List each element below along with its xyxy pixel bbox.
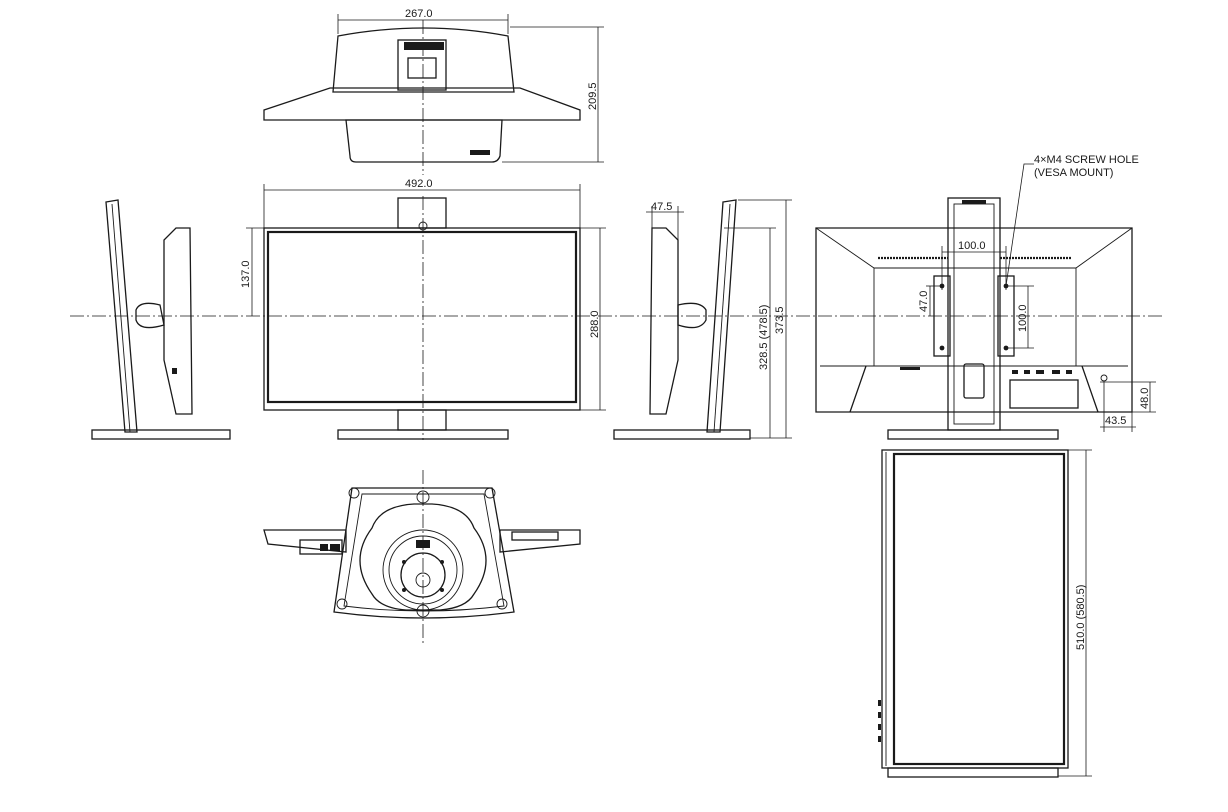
front-view: 492.0 137.0 288.0	[240, 178, 606, 440]
dim-portrait-height: 510.0 (580.5)	[1075, 585, 1087, 650]
left-side-hinge	[135, 302, 165, 329]
top-view-brand-plate	[404, 42, 444, 50]
top-view: 267.0 209.5	[263, 8, 604, 175]
right-side-panel	[706, 199, 737, 433]
top-view-stand-base	[332, 27, 515, 93]
top-view-logo	[470, 150, 490, 155]
front-screen	[266, 230, 578, 404]
dim-front-height: 288.0	[589, 310, 601, 338]
screw-hole-note-line2: (VESA MOUNT)	[1034, 167, 1113, 179]
dim-side-depth: 47.5	[651, 201, 672, 213]
top-view-neck	[397, 39, 447, 91]
front-stand-column	[397, 409, 447, 431]
dim-front-panel-offset: 137.0	[240, 260, 252, 288]
portrait-view: 510.0 (580.5)	[878, 449, 1092, 778]
rear-cable-hole	[963, 363, 985, 399]
dim-vesa-width: 100.0	[958, 240, 986, 252]
front-bezel	[263, 227, 581, 411]
bottom-view-panel	[263, 529, 581, 553]
left-side-panel	[105, 199, 138, 433]
right-side-hinge	[677, 302, 707, 329]
dim-side-height-range: 328.5 (478.5)	[758, 305, 770, 370]
dim-vesa-height: 100.0	[1017, 304, 1029, 332]
left-side-stand	[163, 227, 193, 415]
rear-port-icons	[1012, 370, 1018, 374]
dim-side-total-height: 373.5	[774, 306, 786, 334]
rear-housing-outline	[815, 227, 1133, 413]
right-side-stand	[649, 227, 679, 415]
bottom-view-base-plate	[333, 487, 515, 619]
rear-view: 100.0 47.0 100.0 4×M4 SCREW HOLE (VESA M…	[815, 154, 1156, 440]
top-view-panel	[263, 87, 581, 121]
left-side-view	[91, 199, 231, 440]
screw-hole-leader	[1005, 163, 1034, 287]
dim-top-depth: 209.5	[587, 82, 599, 110]
rear-base	[887, 429, 1059, 440]
top-view-rear-housing	[345, 119, 503, 163]
right-side-view: 47.5 328.5 (478.5) 373.5	[613, 199, 792, 440]
dim-front-width: 492.0	[405, 178, 433, 190]
bottom-view-swivel-ring	[359, 503, 487, 611]
portrait-bezel	[881, 449, 1069, 769]
left-side-base	[91, 429, 231, 440]
right-side-base	[613, 429, 751, 440]
vesa-screw-hole	[939, 345, 945, 351]
top-view-hinge	[407, 57, 437, 79]
front-neck	[397, 197, 447, 229]
dim-rear-port-offset: 43.5	[1105, 415, 1126, 427]
bottom-view	[263, 470, 581, 645]
rear-stand-column	[947, 197, 1001, 431]
rear-port-panel	[1009, 379, 1079, 409]
dim-top-width: 267.0	[405, 8, 433, 20]
dim-rear-port-height: 48.0	[1139, 388, 1151, 409]
dim-vesa-offset: 47.0	[918, 291, 930, 312]
portrait-base	[887, 767, 1059, 778]
portrait-screen	[892, 452, 1066, 766]
screw-hole-note-line1: 4×M4 SCREW HOLE	[1034, 154, 1139, 166]
